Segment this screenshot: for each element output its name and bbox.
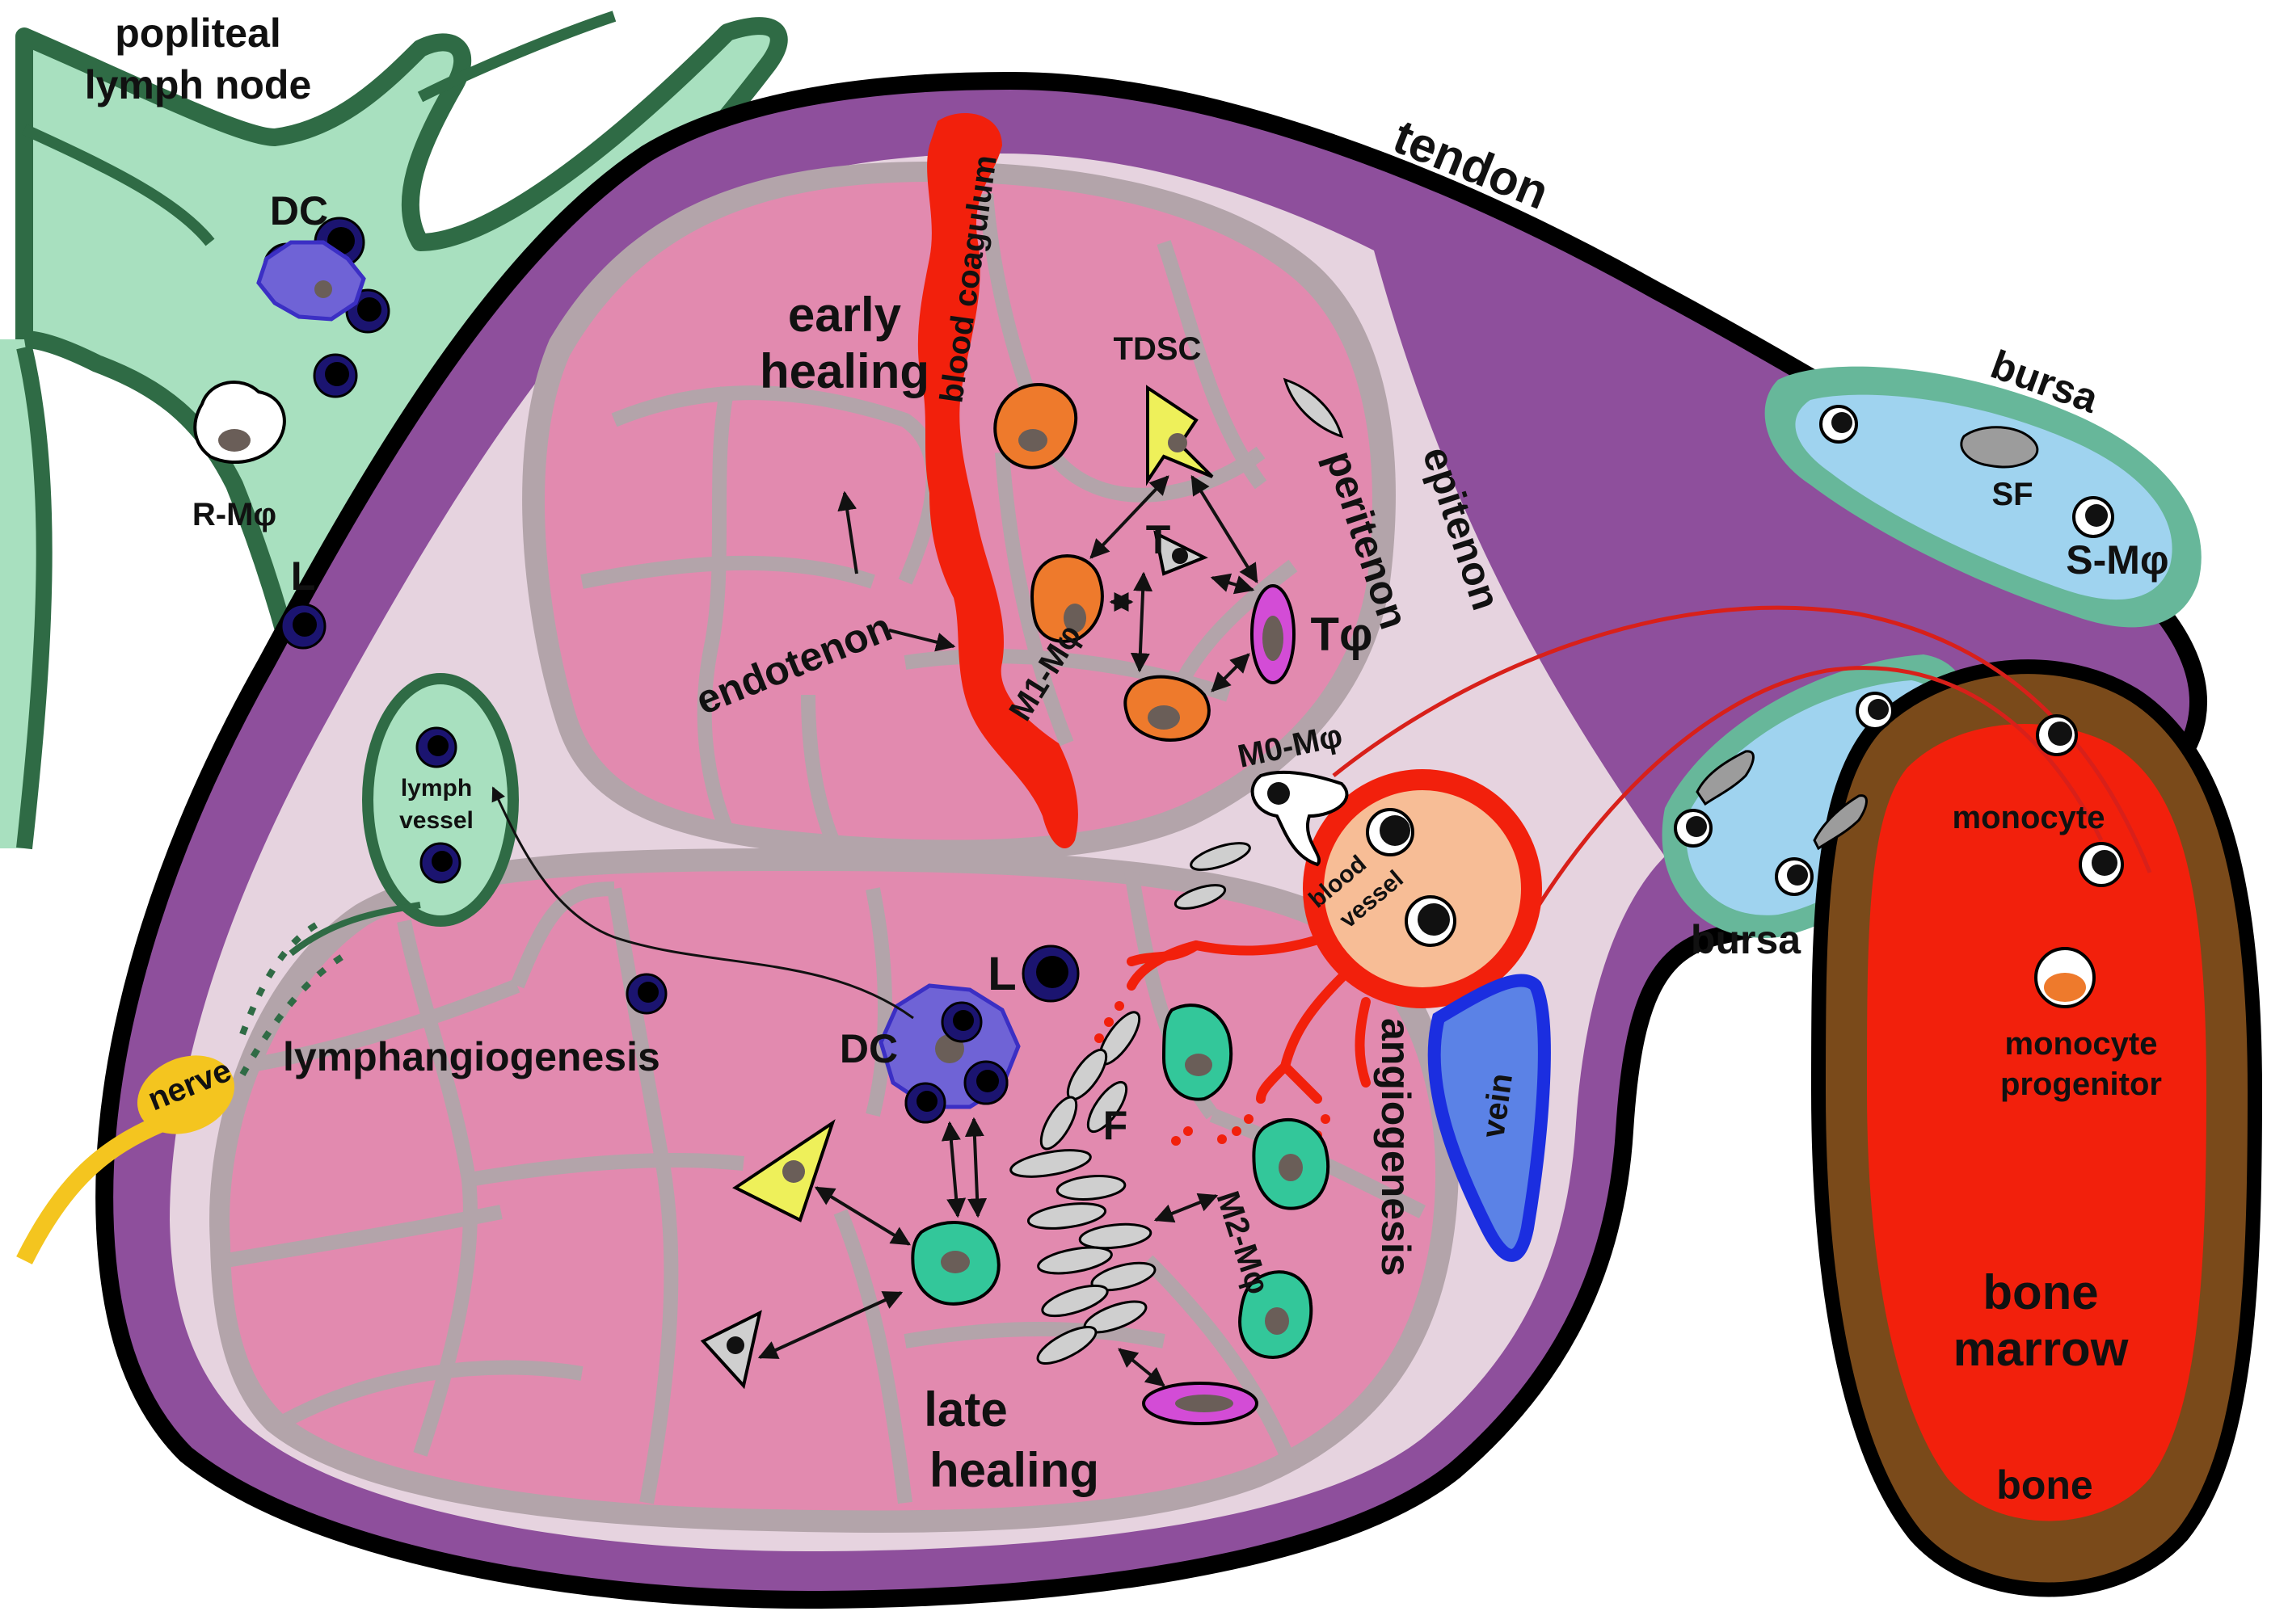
lymph-vessel (289, 673, 519, 957)
angiogenesis-sprouts (1127, 932, 1371, 1104)
t-phi-label: Tφ (1311, 608, 1373, 661)
peritenon-cell (1283, 377, 1344, 439)
bone-marrow-label-2: marrow (1953, 1322, 2129, 1376)
blood-coagulum (917, 113, 1078, 848)
bone-label: bone (1996, 1462, 2092, 1508)
monocytes-bursa-marrow (1674, 405, 2124, 896)
late-healing-label-2: healing (929, 1443, 1099, 1497)
t-cell-label: T (1146, 517, 1171, 562)
m2-macrophages (911, 1003, 1330, 1360)
t-phi-cell-late (1142, 1382, 1258, 1425)
r-macrophage-label: R-Mφ (192, 497, 276, 532)
monocyte-progenitor-label-2: progenitor (2000, 1067, 2162, 1102)
vein (1427, 974, 1551, 1262)
t-cell-late (700, 1310, 762, 1390)
lymphangiogenesis-arrow (491, 786, 914, 1020)
monocyte-label: monocyte (1953, 800, 2105, 835)
dc-top-label: DC (270, 188, 328, 234)
lymph-node-label: lymph node (85, 62, 312, 107)
resident-macrophage (193, 381, 286, 464)
synovial-fibroblasts (1696, 426, 2039, 851)
dc-center-label: DC (840, 1026, 898, 1071)
angiogenesis-label: angiogenesis (1373, 1018, 1418, 1277)
l-center-label: L (988, 948, 1016, 1000)
bursa-bottom-label: bursa (1691, 917, 1801, 962)
bursa-top (1764, 366, 2202, 628)
monocyte-progenitor-label-1: monocyte (2005, 1026, 2158, 1062)
fibroblast-cluster (1009, 842, 1251, 1365)
m0-macrophage (1250, 770, 1349, 867)
bone-marrow (1867, 724, 2206, 1521)
interaction-arrows (757, 474, 1258, 1387)
early-healing-label-1: early (788, 288, 902, 342)
nerve (16, 918, 350, 1264)
bone (1810, 659, 2263, 1597)
dendritic-cell-center (879, 983, 1021, 1124)
dendritic-cell-top (256, 240, 366, 322)
popliteal-label: popliteal (115, 11, 281, 56)
l-left-label: L (291, 553, 316, 599)
lymph-vessel-label-1: lymph (401, 775, 472, 801)
monocytes-vessel (1366, 808, 1456, 947)
bone-marrow-label-1: bone (1983, 1265, 2098, 1319)
sf-label: SF (1991, 477, 2033, 512)
fibroblast-label: F (1103, 1103, 1128, 1148)
lymph-vessel-label-2: vessel (399, 807, 474, 834)
lymphangiogenesis-label: lymphangiogenesis (283, 1034, 660, 1079)
t-phi-cell (1250, 584, 1296, 684)
monocyte-progenitor (2034, 947, 2096, 1008)
tdsc-label: TDSC (1114, 331, 1202, 367)
m1-macrophages (993, 383, 1211, 742)
tdsc-cell-lower (732, 1119, 836, 1222)
early-healing-label-2: healing (760, 344, 929, 398)
endotenon-arrows (837, 490, 956, 652)
late-healing-label-1: late (924, 1382, 1007, 1437)
s-macrophage-label: S-Mφ (2066, 537, 2168, 583)
